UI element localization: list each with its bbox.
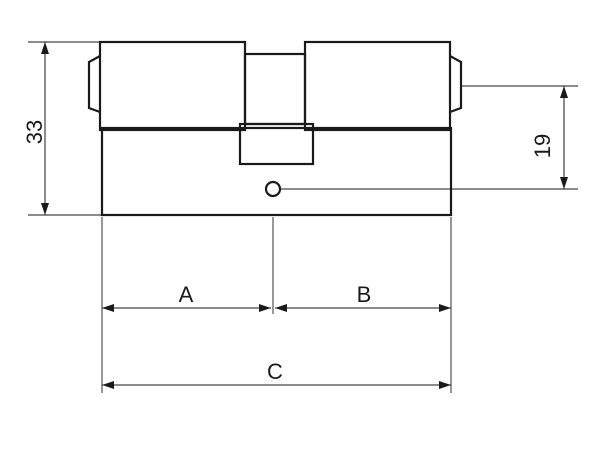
dim-label-33: 33: [22, 120, 47, 144]
dim-label-19: 19: [530, 134, 555, 158]
left-end-step: [87, 55, 101, 114]
dim-height-33: 33: [22, 41, 102, 216]
cam: [238, 122, 315, 166]
right-plug-head: [303, 40, 452, 132]
dim-offset-19: 19: [281, 85, 578, 190]
fixing-screw-hole: [264, 180, 282, 198]
dim-c: C: [102, 359, 451, 389]
dim-a: A: [102, 282, 271, 312]
dim-b: B: [275, 282, 451, 312]
dim-label-c: C: [267, 359, 283, 384]
cylinder-body: [87, 40, 463, 217]
cam-housing: [243, 52, 307, 126]
dim-label-a: A: [179, 282, 194, 307]
left-plug-head: [98, 40, 247, 132]
body-lower: [100, 126, 453, 217]
dim-label-b: B: [357, 282, 372, 307]
right-end-step: [449, 55, 463, 114]
